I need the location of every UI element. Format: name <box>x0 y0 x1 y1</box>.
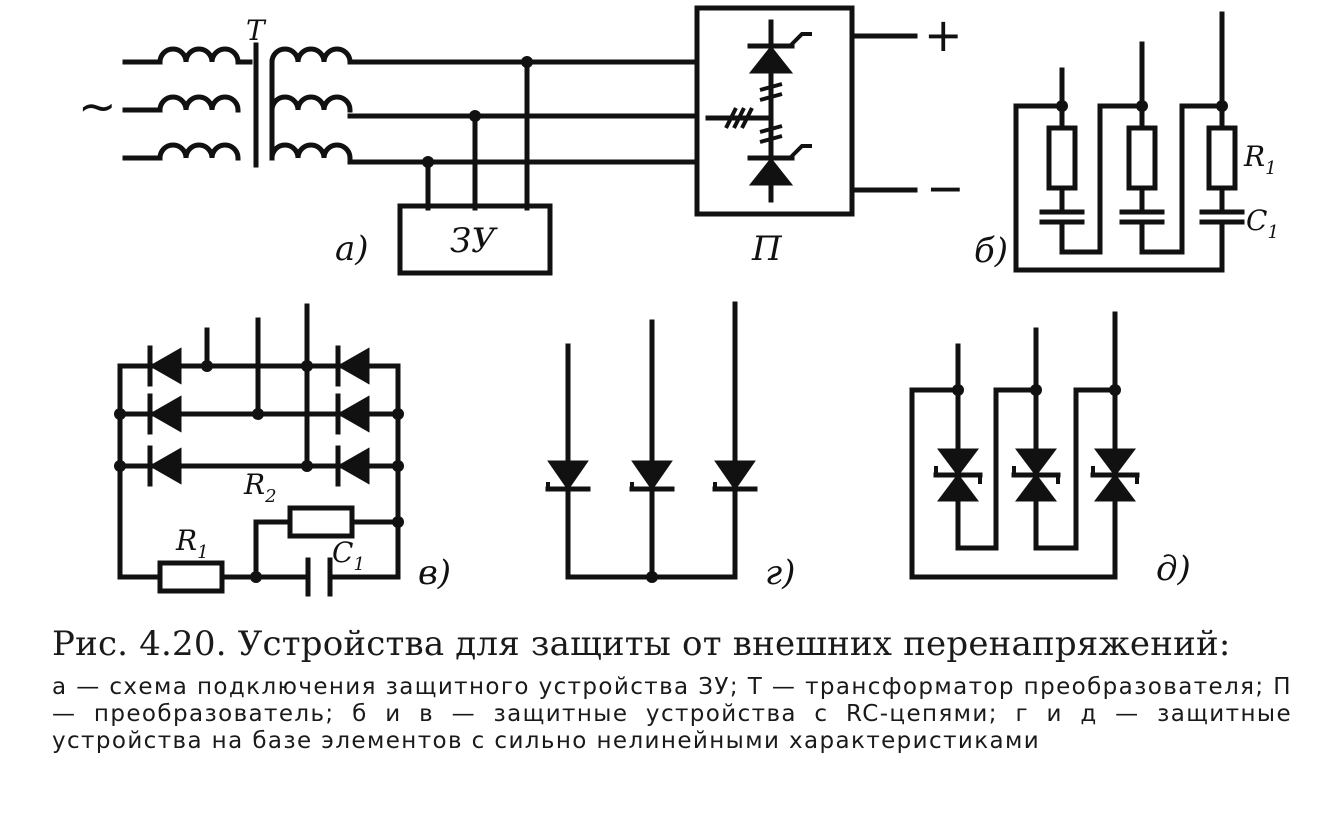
c1-label: C1 <box>1246 204 1279 243</box>
capacitor-c1 <box>1199 209 1245 225</box>
capacitor <box>1119 209 1165 225</box>
resistor-r1 <box>157 560 225 594</box>
capacitor <box>1039 209 1085 225</box>
r1-label: R1 <box>1243 140 1277 179</box>
resistor <box>1046 125 1078 191</box>
charger-label: ЗУ <box>450 221 498 261</box>
resistor-r1 <box>1206 125 1238 191</box>
plus-terminal: + <box>924 8 963 62</box>
phase-lines <box>347 56 700 211</box>
resistor-r2 <box>287 505 355 539</box>
panel-a-tag: а) <box>335 229 369 269</box>
panel-g-circuit: г) <box>545 301 795 593</box>
converter-box <box>694 5 855 217</box>
panel-v-tag: в) <box>418 553 451 593</box>
panel-b-circuit: R1 C1 б) <box>974 11 1279 273</box>
transformer-label: Т <box>246 14 267 47</box>
nonlinear-element-symbols <box>545 460 758 492</box>
minus-terminal: − <box>926 161 965 215</box>
panel-a-circuit: ~ Т ЗУ <box>78 5 965 276</box>
panel-b-tag: б) <box>974 231 1008 271</box>
v-r1-label: R1 <box>175 524 209 563</box>
transformer-secondary-windings <box>269 46 353 161</box>
ac-source-symbol: ~ <box>78 79 117 133</box>
figure-caption: Рис. 4.20. Устройства для защиты от внеш… <box>52 624 1292 755</box>
panel-g-tag: г) <box>765 553 795 593</box>
diode-bridge <box>147 345 370 487</box>
varistor-symbols <box>933 448 1140 502</box>
resistor <box>1126 125 1158 191</box>
converter-label: П <box>751 229 783 269</box>
charger-box <box>397 203 553 276</box>
thyristor-symbols <box>705 19 812 203</box>
panel-d-circuit: д) <box>909 311 1191 589</box>
caption-body: а — схема подключения защитного устройст… <box>52 674 1292 754</box>
panel-v-circuit: R1 R2 C1 в) <box>114 303 451 597</box>
caption-title: Рис. 4.20. Устройства для защиты от внеш… <box>52 624 1231 664</box>
transformer-primary-windings <box>122 46 253 161</box>
panel-d-tag: д) <box>1156 549 1191 589</box>
v-r2-label: R2 <box>243 468 277 507</box>
v-c1-label: C1 <box>332 536 365 575</box>
capacitor-c1 <box>305 557 333 597</box>
